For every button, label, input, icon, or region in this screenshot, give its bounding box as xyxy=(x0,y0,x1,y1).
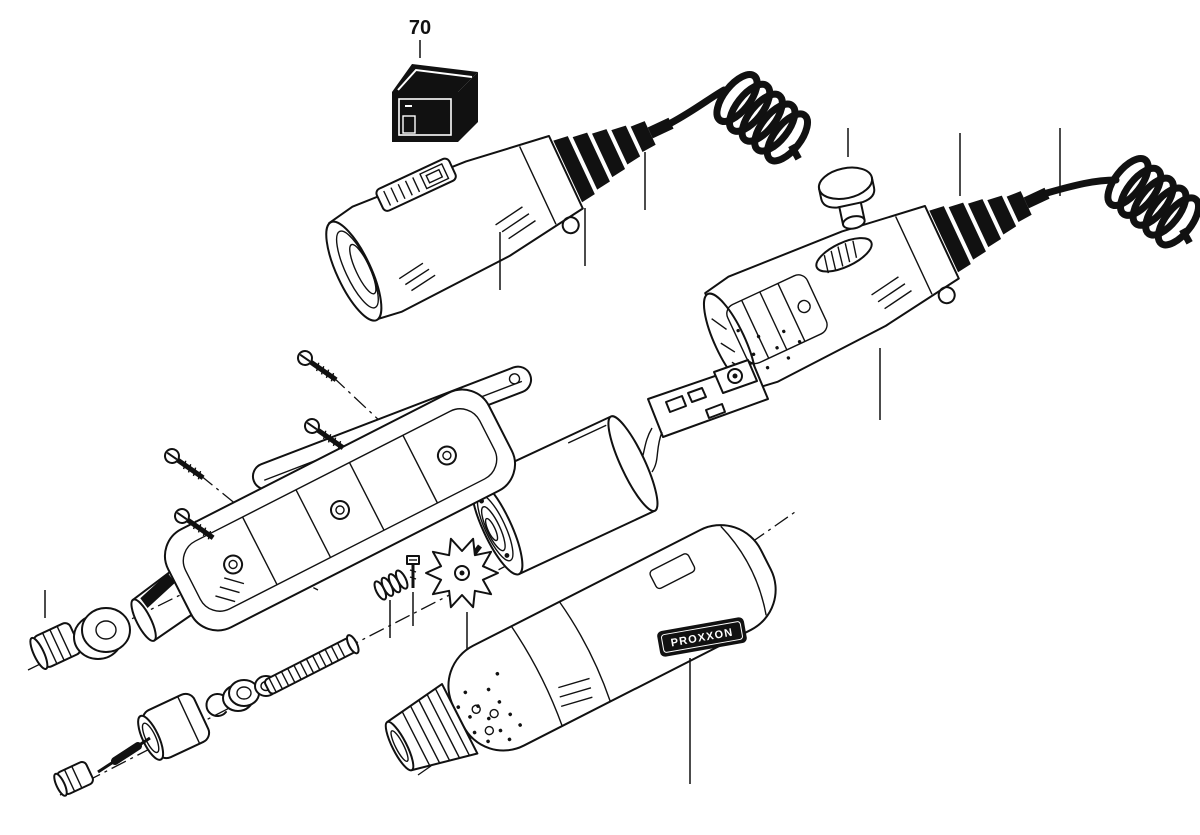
hatch xyxy=(224,577,245,585)
hatch xyxy=(219,586,240,594)
body-seam xyxy=(894,216,933,295)
chuck-cap xyxy=(137,692,211,761)
gear-bore xyxy=(459,570,465,576)
pcb-component xyxy=(665,395,687,413)
tool-nose-opening xyxy=(325,220,383,322)
screw-boss-hole xyxy=(228,559,238,570)
pcb-component xyxy=(705,403,726,419)
hanging-eyelet xyxy=(561,216,580,235)
fan-gear xyxy=(425,537,499,609)
interior-cavity xyxy=(711,274,828,371)
knob-stem xyxy=(859,201,866,222)
box-top-face xyxy=(392,64,478,92)
nose-hole xyxy=(471,704,481,714)
circuit-board xyxy=(635,359,769,473)
housing-screw xyxy=(297,350,338,382)
brand-plate-border xyxy=(661,621,743,653)
screw-boss-hole xyxy=(335,505,345,515)
part-number-callout: 70 xyxy=(409,17,431,58)
box-lid-line xyxy=(397,68,473,91)
grip-speckles xyxy=(736,328,802,370)
bearing xyxy=(222,679,260,712)
body-seam xyxy=(518,146,557,225)
wire xyxy=(651,431,663,473)
cord-boot xyxy=(929,187,1050,273)
shell-nose-edge xyxy=(132,571,171,601)
shell-rib xyxy=(402,434,439,504)
shell-nose-edge xyxy=(153,613,193,642)
shell-shadow xyxy=(140,573,176,609)
knob-dome xyxy=(817,166,874,200)
rear-seam xyxy=(720,525,767,616)
cord-boot xyxy=(553,117,674,203)
motor-face-ring xyxy=(480,506,506,552)
power-cord-coil-right xyxy=(1104,155,1200,249)
assembled-tool-right xyxy=(702,187,1050,392)
charger-box xyxy=(392,64,478,142)
body-seam xyxy=(558,601,611,702)
box-front-panel xyxy=(398,98,452,136)
shell-rib xyxy=(295,489,332,558)
shell-nose-opening xyxy=(130,598,157,642)
pcb-component xyxy=(687,387,707,403)
nose-hole xyxy=(489,708,499,719)
nose-inner-bore xyxy=(349,243,377,295)
brush-hole xyxy=(504,553,510,558)
screw-boss-hole xyxy=(442,450,452,461)
housing-screw xyxy=(164,448,205,480)
drive-shaft-pin xyxy=(97,736,151,774)
housing-lower-shell xyxy=(384,524,777,772)
nose-opening xyxy=(384,720,415,772)
body-seam xyxy=(510,625,563,727)
box-side-face xyxy=(458,72,478,142)
brand-plate: PROXXON xyxy=(657,617,747,657)
collet-nut xyxy=(29,622,82,671)
nose-hole xyxy=(484,725,495,736)
housing-screw xyxy=(304,418,345,450)
assembled-tool-top xyxy=(325,117,674,322)
screw-boss xyxy=(330,500,350,520)
knob-base xyxy=(841,215,866,230)
power-cord xyxy=(667,86,728,127)
brand-plate-bg xyxy=(657,617,747,657)
screw-boss xyxy=(436,445,457,466)
motor-hub xyxy=(484,517,499,542)
power-cord-coil-left xyxy=(713,71,811,165)
vent-slots xyxy=(398,206,536,292)
set-screw xyxy=(406,555,420,588)
nose-bore xyxy=(390,730,409,763)
knob-skirt xyxy=(818,176,876,209)
bracket-hole-center xyxy=(732,373,738,379)
box-latch xyxy=(402,115,416,134)
spring xyxy=(373,569,409,601)
part-number-label: 70 xyxy=(409,17,431,39)
housing-upper-shell xyxy=(130,388,517,642)
shell-rib xyxy=(241,516,278,586)
collet-small xyxy=(53,761,94,797)
motor-rear-cap xyxy=(607,415,659,513)
switch-knob xyxy=(817,166,876,230)
switch-opening xyxy=(815,237,873,274)
spacer-ring xyxy=(73,607,131,660)
housing-screw xyxy=(174,508,215,540)
slide-switch xyxy=(375,157,457,212)
bracket-hole xyxy=(727,368,743,384)
gear-hub xyxy=(454,565,470,581)
switch-cutout xyxy=(649,553,696,590)
shell-cavity xyxy=(182,408,498,612)
shell-rib xyxy=(348,462,385,531)
hanging-eyelet xyxy=(937,286,956,305)
vent-slots xyxy=(871,276,912,310)
spindle-shaft xyxy=(263,634,360,695)
c-clip xyxy=(205,693,227,718)
screw-boss xyxy=(223,554,244,575)
hatch xyxy=(215,595,236,603)
grip-speckles xyxy=(456,671,522,744)
motor-slot xyxy=(567,424,607,444)
knob-stem xyxy=(838,206,845,226)
